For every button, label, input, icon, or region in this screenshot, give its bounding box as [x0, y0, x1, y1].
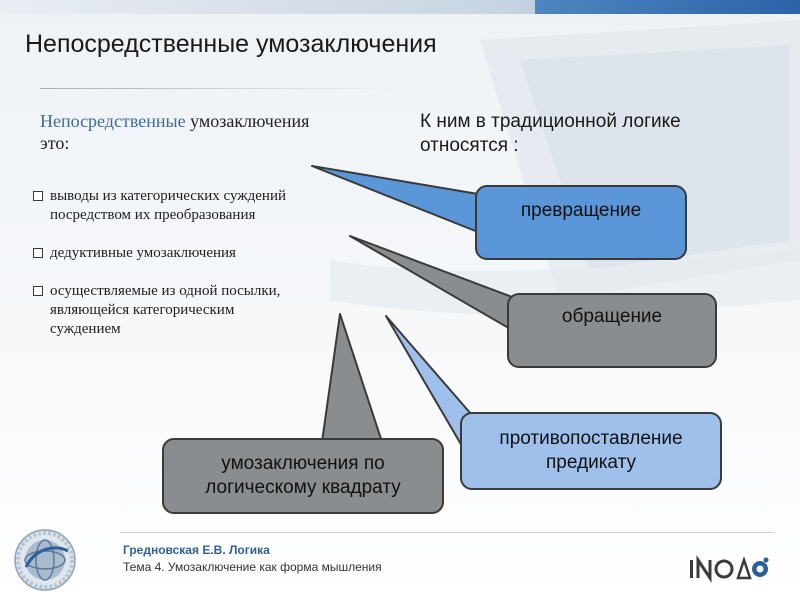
intro-text: Непосредственные умозаключения это: — [40, 110, 390, 154]
checkbox-bullet-icon — [33, 286, 43, 296]
title-divider — [40, 88, 400, 89]
callout-label: превращение — [520, 200, 642, 221]
footer-topic: Тема 4. Умозаключение как форма мышления — [123, 560, 382, 574]
callout-box-contraposition: противопоставление предикату — [460, 412, 722, 490]
callout-label: обращение — [561, 306, 663, 327]
footer-divider — [120, 532, 775, 533]
bullet-text-line: посредством их преобразования — [50, 207, 256, 223]
callout-box-inversion: обращение — [507, 293, 717, 368]
callout-label: логическому квадрату — [205, 477, 401, 498]
iodo-logo-icon — [690, 555, 769, 583]
bullet-text-line: являющейся категорическим — [50, 302, 235, 318]
intro-rest: умозаключения — [185, 111, 310, 131]
bullet-text-line: выводы из категорических суждений — [50, 188, 287, 204]
callout-box-logical-square: умозаключения по логическому квадрату — [162, 438, 444, 514]
callout-label: противопоставление — [499, 428, 683, 449]
slide-title: Непосредственные умозаключения — [25, 30, 437, 58]
list-item: осуществляемые из одной посылки, являюще… — [30, 282, 350, 339]
callout-box-conversion: превращение — [475, 185, 687, 260]
bullet-text-line: суждением — [50, 321, 121, 337]
checkbox-bullet-icon — [33, 191, 43, 201]
right-intro-line: относятся : — [420, 135, 519, 156]
intro-line2: это: — [40, 133, 70, 153]
footer-author: Гредновская Е.В. Логика — [123, 543, 270, 557]
right-intro-text: К ним в традиционной логике относятся : — [420, 110, 750, 158]
intro-accent-word: Непосредственные — [40, 111, 186, 131]
internet-university-globe-logo-icon — [14, 529, 76, 591]
bullet-list: выводы из категорических суждений посред… — [30, 187, 350, 358]
callout-label: умозаключения по — [221, 453, 385, 474]
top-accent-bar — [535, 0, 800, 14]
bullet-text-line: дедуктивные умозаключения — [50, 245, 236, 261]
list-item: выводы из категорических суждений посред… — [30, 187, 350, 225]
bullet-text-line: осуществляемые из одной посылки, — [50, 283, 281, 299]
callout-label: предикату — [545, 452, 636, 473]
checkbox-bullet-icon — [33, 248, 43, 258]
list-item: дедуктивные умозаключения — [30, 244, 350, 263]
right-intro-line: К ним в традиционной логике — [420, 111, 681, 132]
